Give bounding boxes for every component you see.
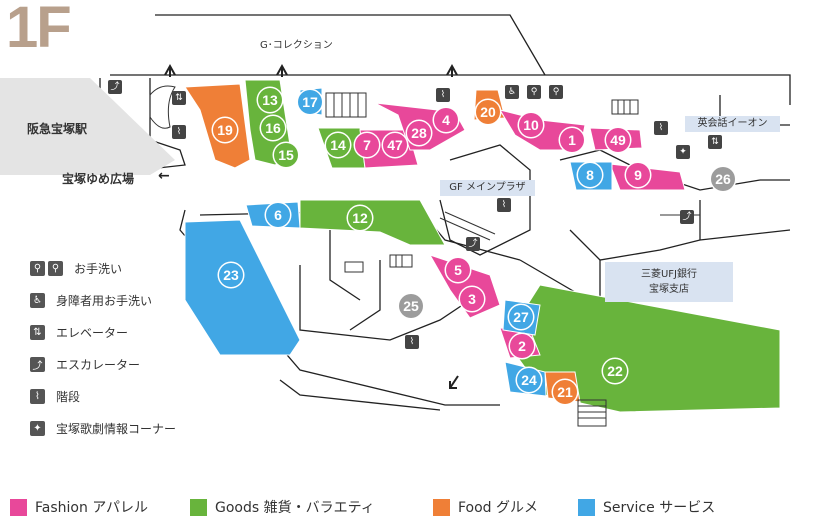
elevator-icon: ⇅ — [30, 324, 45, 340]
legend-item: ♿ 身障者用お手洗い — [30, 290, 152, 310]
restroom-icon: ⚲ — [549, 85, 563, 99]
category-service: Service サービス — [578, 497, 715, 517]
category-goods: Goods 雑貨・バラエティ — [190, 497, 375, 517]
category-service-label: Service サービス — [603, 500, 716, 516]
shop-27-badge[interactable]: 27 — [509, 305, 533, 329]
shop-7-badge[interactable]: 7 — [355, 133, 379, 157]
shop-2-badge[interactable]: 2 — [510, 334, 534, 358]
shop-25-badge[interactable]: 25 — [399, 294, 423, 318]
stairs-icon: ⌇ — [654, 121, 668, 135]
legend-label: エレベーター — [56, 325, 129, 340]
shop-10-badge[interactable]: 10 — [519, 113, 543, 137]
gf-main-plaza-label: GF メインプラザ — [440, 180, 535, 196]
shop-15-badge[interactable]: 15 — [274, 143, 298, 167]
theater-corner-icon: ✦ — [676, 145, 690, 159]
shop-area-23 — [184, 219, 301, 356]
shop-14-badge[interactable]: 14 — [326, 133, 350, 157]
accessible-restroom-icon: ♿ — [30, 292, 45, 308]
stairs-icon: ⌇ — [405, 335, 419, 349]
restroom-icon: ⚲ — [527, 85, 541, 99]
walkway-lines — [439, 211, 700, 241]
escalator-icon: ⤴ — [680, 210, 694, 224]
shop-19-badge[interactable]: 19 — [213, 118, 237, 142]
accessible-restroom-icon: ♿ — [505, 85, 519, 99]
shop-area-12 — [299, 199, 446, 246]
escalator-blocks — [149, 85, 639, 427]
legend-label: お手洗い — [74, 261, 123, 276]
goods-swatch — [190, 498, 207, 516]
elevator-icon: ⇅ — [708, 135, 722, 149]
bank-label: 三菱UFJ銀行 宝塚支店 — [605, 262, 733, 302]
stairs-icon: ⌇ — [497, 198, 511, 212]
stairs-icon: ⌇ — [172, 125, 186, 139]
shop-13-badge[interactable]: 13 — [258, 88, 282, 112]
escalator-icon: ⤴ — [466, 237, 480, 251]
shop-23-badge[interactable]: 23 — [219, 263, 243, 287]
bank-name: 三菱UFJ銀行 — [640, 269, 698, 280]
legend-item: ⚲⚲ お手洗い — [30, 258, 122, 278]
floor-label: 1F — [6, 0, 72, 60]
shop-16-badge[interactable]: 16 — [261, 116, 285, 140]
category-goods-label: Goods 雑貨・バラエティ — [215, 500, 375, 516]
escalator-icon: ⤴ — [30, 356, 45, 372]
g-collection-label: G･コレクション — [260, 40, 333, 51]
legend-item: ✦ 宝塚歌劇情報コーナー — [30, 418, 176, 438]
category-fashion-label: Fashion アパレル — [35, 500, 149, 516]
shop-12-badge[interactable]: 12 — [348, 206, 372, 230]
left-arrow-icon: ← — [158, 168, 170, 184]
restroom-icon: ⚲ — [30, 260, 45, 276]
category-fashion: Fashion アパレル — [10, 497, 148, 517]
legend-item: ⌇ 階段 — [30, 386, 80, 406]
legend-label: エスカレーター — [56, 357, 141, 372]
hankyu-station-label: 阪急宝塚駅 — [27, 122, 88, 136]
legend-item: ⇅ エレベーター — [30, 322, 128, 342]
shop-1-badge[interactable]: 1 — [560, 128, 584, 152]
category-food-label: Food グルメ — [458, 500, 539, 516]
shop-20-badge[interactable]: 20 — [476, 100, 500, 124]
shop-47-badge[interactable]: 47 — [383, 133, 407, 157]
aeon-label: 英会話イーオン — [685, 116, 780, 132]
shop-49-badge[interactable]: 49 — [606, 128, 630, 152]
shop-4-badge[interactable]: 4 — [434, 108, 458, 132]
shop-6-badge[interactable]: 6 — [266, 203, 290, 227]
legend-label: 身障者用お手洗い — [56, 293, 153, 308]
shop-28-badge[interactable]: 28 — [407, 121, 431, 145]
stairs-icon: ⌇ — [30, 388, 45, 404]
service-swatch — [578, 498, 595, 516]
shop-9-badge[interactable]: 9 — [626, 163, 650, 187]
yume-plaza-label: 宝塚ゆめ広場 — [62, 172, 135, 186]
escalator-icon: ⤴ — [108, 80, 122, 94]
shop-26-badge[interactable]: 26 — [711, 167, 735, 191]
bank-branch: 宝塚支店 — [649, 284, 689, 295]
entrance-arrows — [164, 63, 459, 389]
shop-3-badge[interactable]: 3 — [460, 287, 484, 311]
elevator-icon: ⇅ — [172, 91, 186, 105]
shop-8-badge[interactable]: 8 — [578, 163, 602, 187]
restroom-icon: ⚲ — [48, 260, 63, 276]
shop-17-badge[interactable]: 17 — [298, 90, 322, 114]
category-food: Food グルメ — [433, 497, 538, 517]
shop-24-badge[interactable]: 24 — [517, 368, 541, 392]
legend-label: 階段 — [56, 389, 81, 404]
shop-22-badge[interactable]: 22 — [603, 359, 627, 383]
theater-corner-icon: ✦ — [30, 420, 45, 436]
legend-item: ⤴ エスカレーター — [30, 354, 140, 374]
food-swatch — [433, 498, 450, 516]
shop-21-badge[interactable]: 21 — [553, 380, 577, 404]
stairs-icon: ⌇ — [436, 88, 450, 102]
fashion-swatch — [10, 498, 27, 516]
station-path — [0, 78, 175, 175]
legend-label: 宝塚歌劇情報コーナー — [56, 421, 177, 436]
shop-5-badge[interactable]: 5 — [446, 258, 470, 282]
